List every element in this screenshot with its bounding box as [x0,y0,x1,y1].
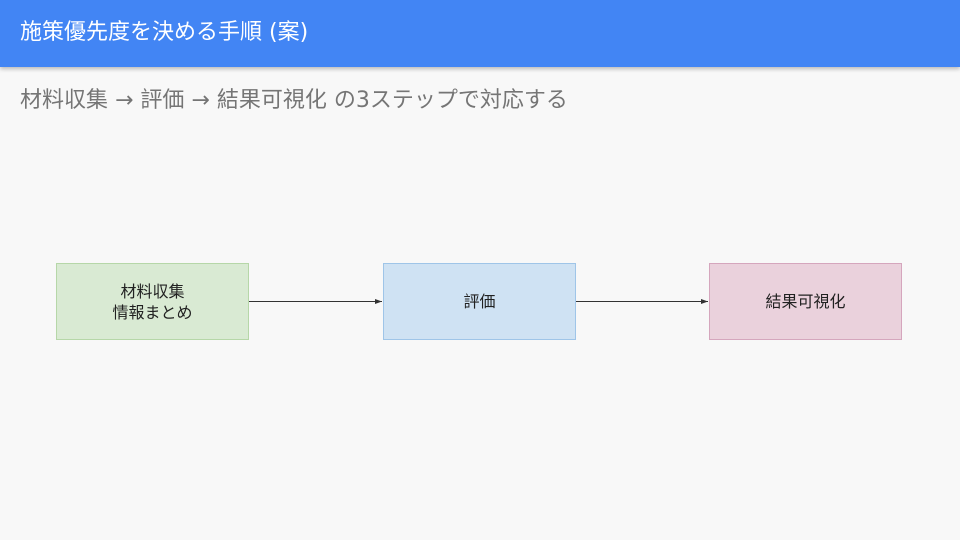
step-result-visualization[interactable]: 結果可視化 [709,263,902,340]
step-label: 評価 [463,292,496,311]
step-label: 材料収集 情報まとめ [112,281,193,322]
slide-subtitle: 材料収集 → 評価 → 結果可視化 の3ステップで対応する [20,88,568,113]
step-material-collection[interactable]: 材料収集 情報まとめ [56,263,249,340]
step-evaluation[interactable]: 評価 [383,263,576,340]
step-label: 結果可視化 [765,292,846,311]
slide-header: 施策優先度を決める手順 (案) [0,0,960,67]
slide-title: 施策優先度を決める手順 (案) [20,20,309,45]
